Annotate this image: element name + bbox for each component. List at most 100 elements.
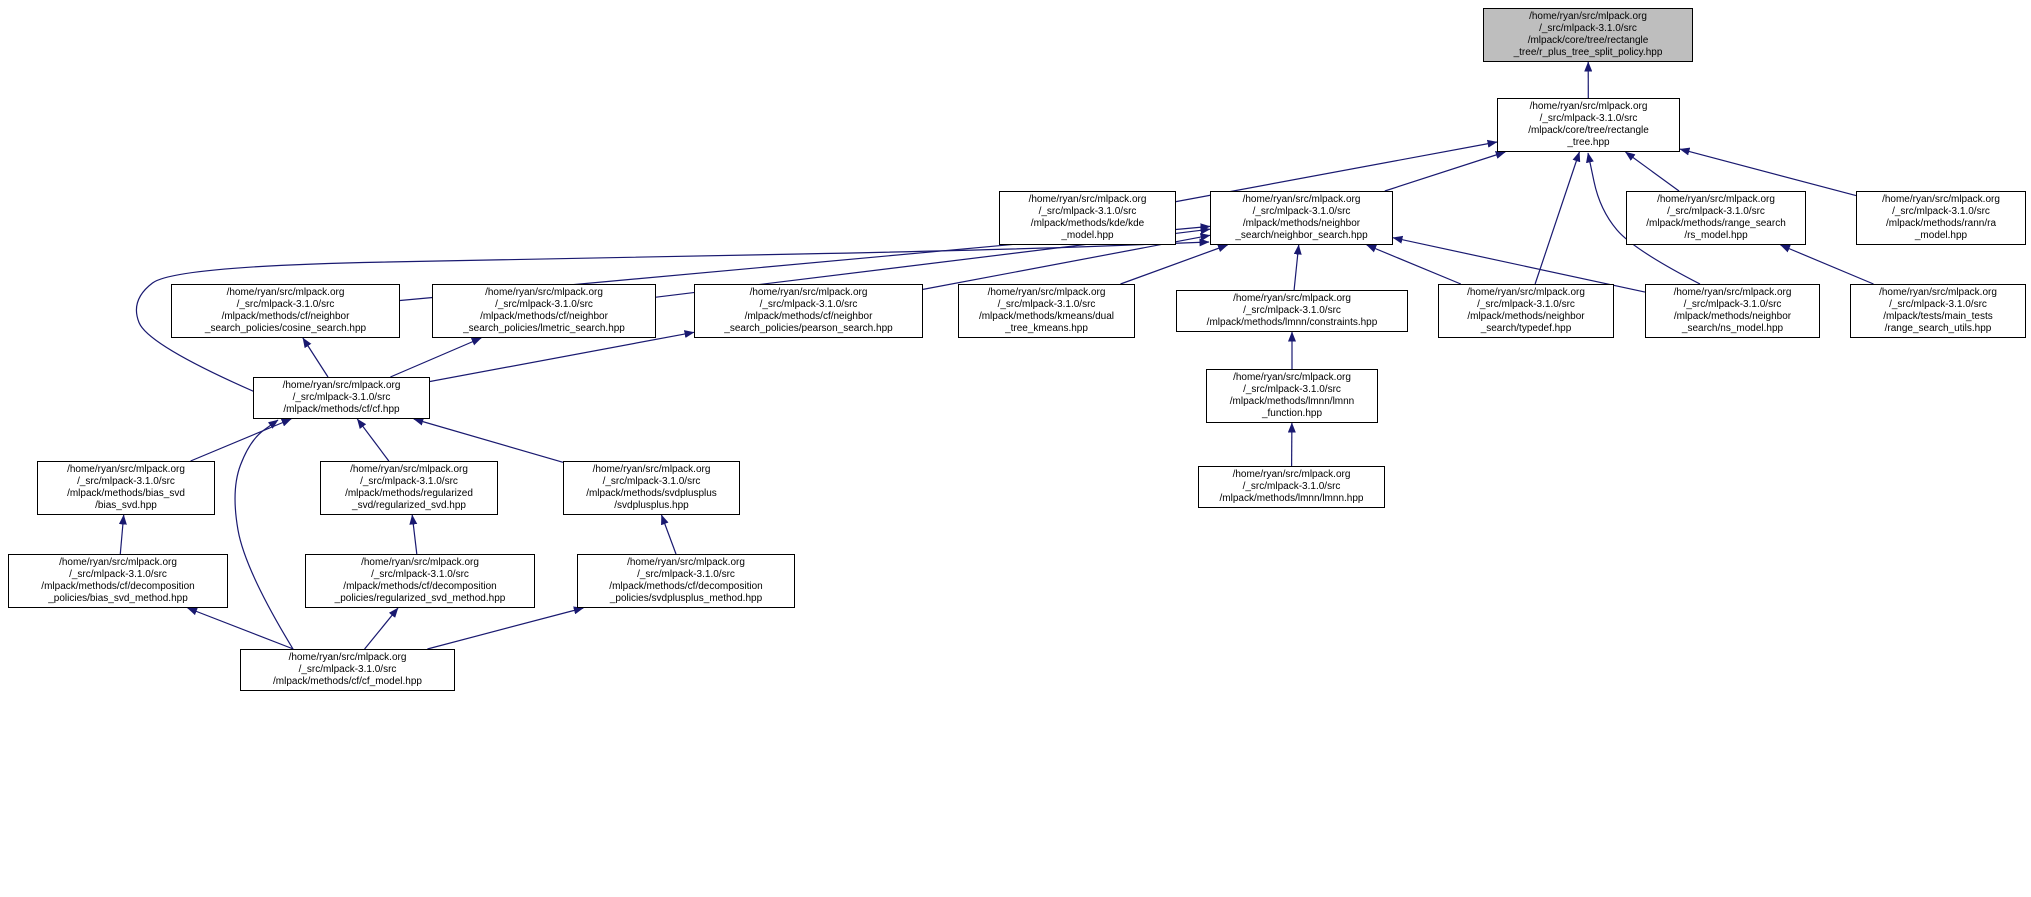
- node-label-line: /home/ryan/src/mlpack.org: [485, 287, 603, 298]
- node-label-line: /mlpack/tests/main_tests: [1883, 311, 1993, 322]
- node-label-line: /_src/mlpack-3.1.0/src: [495, 299, 593, 310]
- edge-svdplusplus_method-to-svdplusplus: [660, 514, 677, 555]
- node-label-line: /mlpack/methods/bias_svd: [67, 488, 185, 499]
- node-label-line: /_src/mlpack-3.1.0/src: [1539, 23, 1637, 34]
- node-label-line: /home/ryan/src/mlpack.org: [59, 557, 177, 568]
- node-label-line: _tree.hpp: [1567, 137, 1610, 148]
- node-label-line: /home/ryan/src/mlpack.org: [1673, 287, 1792, 298]
- node-label-line: /home/ryan/src/mlpack.org: [1242, 194, 1361, 205]
- node-label-line: /mlpack/methods/kde/kde: [1030, 218, 1145, 229]
- edge-cf-to-lmetric_search: [390, 337, 482, 378]
- edge-bias_svd_method-to-bias_svd: [118, 514, 127, 555]
- edge-constraints-to-neighbor_search: [1293, 244, 1302, 291]
- node-label-line: _model.hpp: [1914, 230, 1968, 241]
- graph-node-typedef[interactable]: /home/ryan/src/mlpack.org/_src/mlpack-3.…: [1438, 284, 1614, 338]
- graph-node-lmetric_search[interactable]: /home/ryan/src/mlpack.org/_src/mlpack-3.…: [432, 284, 656, 338]
- node-label-line: /home/ryan/src/mlpack.org: [1657, 194, 1775, 205]
- node-label-line: /home/ryan/src/mlpack.org: [1467, 287, 1585, 298]
- node-label-line: /_src/mlpack-3.1.0/src: [236, 299, 335, 310]
- edges-group: [118, 61, 1874, 650]
- edge-cf_model-to-regularized_svd_method: [364, 607, 399, 650]
- node-label-line: /_src/mlpack-3.1.0/src: [1889, 299, 1987, 310]
- edge-dual_tree_kmeans-to-neighbor_search: [1120, 244, 1228, 285]
- graph-node-r_plus_tree_split_policy[interactable]: /home/ryan/src/mlpack.org/_src/mlpack-3.…: [1483, 8, 1693, 62]
- graph-node-bias_svd[interactable]: /home/ryan/src/mlpack.org/_src/mlpack-3.…: [37, 461, 215, 515]
- node-label-line: /mlpack/core/tree/rectangle: [1528, 125, 1649, 136]
- graph-node-pearson_search[interactable]: /home/ryan/src/mlpack.org/_src/mlpack-3.…: [694, 284, 923, 338]
- node-label-line: /range_search_utils.hpp: [1884, 323, 1992, 334]
- node-label-line: _policies/regularized_svd_method.hpp: [334, 593, 506, 604]
- node-label-line: /_src/mlpack-3.1.0/src: [1242, 481, 1341, 492]
- node-label-line: /_src/mlpack-3.1.0/src: [1477, 299, 1575, 310]
- node-label-line: _model.hpp: [1061, 230, 1114, 241]
- node-label-line: /_src/mlpack-3.1.0/src: [1243, 384, 1341, 395]
- graph-node-cf_model[interactable]: /home/ryan/src/mlpack.org/_src/mlpack-3.…: [240, 649, 455, 691]
- edge-rs_model-to-rectangle_tree: [1625, 151, 1680, 192]
- node-label-line: /mlpack/core/tree/rectangle: [1527, 35, 1649, 46]
- node-label-line: /svdplusplus.hpp: [614, 500, 689, 511]
- edge-cf_model-to-svdplusplus_method: [427, 606, 584, 650]
- edge-cf-to-cosine_search: [302, 337, 329, 378]
- graph-node-ns_model[interactable]: /home/ryan/src/mlpack.org/_src/mlpack-3.…: [1645, 284, 1820, 338]
- graph-node-svdplusplus_method[interactable]: /home/ryan/src/mlpack.org/_src/mlpack-3.…: [577, 554, 795, 608]
- node-label-line: /home/ryan/src/mlpack.org: [1028, 194, 1147, 205]
- graph-node-bias_svd_method[interactable]: /home/ryan/src/mlpack.org/_src/mlpack-3.…: [8, 554, 228, 608]
- node-label-line: /mlpack/methods/cf/cf.hpp: [283, 404, 400, 415]
- node-label-line: /_src/mlpack-3.1.0/src: [69, 569, 167, 580]
- node-label-line: /_src/mlpack-3.1.0/src: [602, 476, 701, 487]
- node-label-line: /mlpack/methods/lmnn/lmnn: [1229, 396, 1355, 407]
- edge-cf_model-to-cf: [234, 419, 294, 650]
- node-label-line: /mlpack/methods/cf/neighbor: [744, 311, 873, 322]
- node-label-line: /_src/mlpack-3.1.0/src: [1667, 206, 1765, 217]
- node-label-line: /home/ryan/src/mlpack.org: [1233, 372, 1351, 383]
- graph-node-ra_model[interactable]: /home/ryan/src/mlpack.org/_src/mlpack-3.…: [1856, 191, 2026, 245]
- node-label-line: /mlpack/methods/neighbor: [1673, 311, 1792, 322]
- node-label-line: /home/ryan/src/mlpack.org: [361, 557, 479, 568]
- graph-node-svdplusplus[interactable]: /home/ryan/src/mlpack.org/_src/mlpack-3.…: [563, 461, 740, 515]
- node-label-line: /home/ryan/src/mlpack.org: [592, 464, 711, 475]
- graph-node-lmnn[interactable]: /home/ryan/src/mlpack.org/_src/mlpack-3.…: [1198, 466, 1385, 508]
- node-label-line: /_src/mlpack-3.1.0/src: [298, 664, 397, 675]
- node-label-line: /home/ryan/src/mlpack.org: [1879, 287, 1997, 298]
- node-label-line: /mlpack/methods/neighbor: [1242, 218, 1361, 229]
- graph-node-lmnn_function[interactable]: /home/ryan/src/mlpack.org/_src/mlpack-3.…: [1206, 369, 1378, 423]
- graph-node-dual_tree_kmeans[interactable]: /home/ryan/src/mlpack.org/_src/mlpack-3.…: [958, 284, 1135, 338]
- graph-node-regularized_svd[interactable]: /home/ryan/src/mlpack.org/_src/mlpack-3.…: [320, 461, 498, 515]
- edge-ns_model-to-rectangle_tree: [1586, 152, 1701, 285]
- graph-node-constraints[interactable]: /home/ryan/src/mlpack.org/_src/mlpack-3.…: [1176, 290, 1408, 332]
- graph-node-range_search_utils[interactable]: /home/ryan/src/mlpack.org/_src/mlpack-3.…: [1850, 284, 2026, 338]
- node-label-line: /home/ryan/src/mlpack.org: [67, 464, 185, 475]
- node-label-line: /home/ryan/src/mlpack.org: [987, 287, 1106, 298]
- graph-node-cosine_search[interactable]: /home/ryan/src/mlpack.org/_src/mlpack-3.…: [171, 284, 400, 338]
- node-label-line: _function.hpp: [1261, 408, 1323, 419]
- edge-typedef-to-neighbor_search: [1366, 244, 1462, 285]
- graph-node-regularized_svd_method[interactable]: /home/ryan/src/mlpack.org/_src/mlpack-3.…: [305, 554, 535, 608]
- node-label-line: /_src/mlpack-3.1.0/src: [759, 299, 858, 310]
- node-label-line: /mlpack/methods/cf/neighbor: [480, 311, 608, 322]
- node-label-line: /_src/mlpack-3.1.0/src: [1038, 206, 1137, 217]
- node-label-line: /mlpack/methods/kmeans/dual: [978, 311, 1115, 322]
- graph-node-rectangle_tree[interactable]: /home/ryan/src/mlpack.org/_src/mlpack-3.…: [1497, 98, 1680, 152]
- graph-node-cf[interactable]: /home/ryan/src/mlpack.org/_src/mlpack-3.…: [253, 377, 430, 419]
- node-label-line: _search/typedef.hpp: [1480, 323, 1572, 334]
- node-label-line: /_src/mlpack-3.1.0/src: [997, 299, 1096, 310]
- graph-node-neighbor_search[interactable]: /home/ryan/src/mlpack.org/_src/mlpack-3.…: [1210, 191, 1393, 245]
- edge-cf_model-to-bias_svd_method: [187, 607, 294, 650]
- node-label-line: /home/ryan/src/mlpack.org: [1232, 469, 1351, 480]
- node-label-line: /mlpack/methods/lmnn/constraints.hpp: [1206, 317, 1378, 328]
- node-label-line: /_src/mlpack-3.1.0/src: [1252, 206, 1351, 217]
- node-label-line: _policies/bias_svd_method.hpp: [48, 593, 188, 604]
- edge-regularized_svd-to-cf: [356, 418, 390, 462]
- node-label-line: /mlpack/methods/rann/ra: [1885, 218, 1997, 229]
- node-label-line: /bias_svd.hpp: [95, 500, 157, 511]
- node-label-line: /mlpack/methods/cf/neighbor: [221, 311, 350, 322]
- node-label-line: /mlpack/methods/cf/cf_model.hpp: [273, 676, 422, 687]
- node-label-line: /home/ryan/src/mlpack.org: [288, 652, 407, 663]
- node-label-line: _search_policies/lmetric_search.hpp: [463, 323, 625, 334]
- graph-node-kde_model[interactable]: /home/ryan/src/mlpack.org/_src/mlpack-3.…: [999, 191, 1176, 245]
- graph-node-rs_model[interactable]: /home/ryan/src/mlpack.org/_src/mlpack-3.…: [1626, 191, 1806, 245]
- node-label-line: /_src/mlpack-3.1.0/src: [371, 569, 469, 580]
- node-label-line: _svd/regularized_svd.hpp: [352, 500, 466, 511]
